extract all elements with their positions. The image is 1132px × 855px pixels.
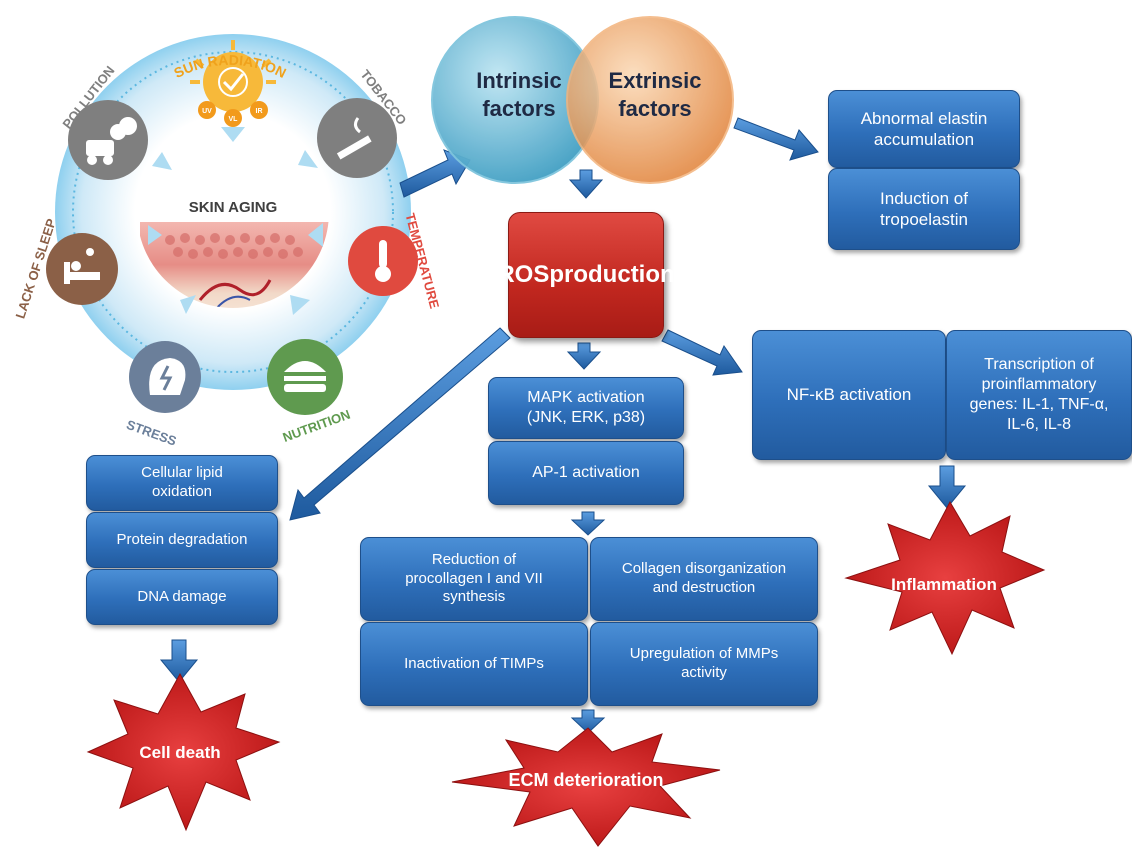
procollagen-line2: procollagen I and VII — [405, 569, 543, 587]
mmps-line1: Upregulation of MMPs — [629, 645, 779, 663]
ap1-activation-box: AP-1 activation — [488, 441, 684, 505]
inflammation-label: Inflammation — [891, 575, 997, 594]
nutrition-factor: NUTRITION — [267, 339, 352, 445]
abnormal-elastin-line1: Abnormal elastin — [860, 108, 988, 128]
collagen-line2: and destruction — [652, 579, 756, 596]
extrinsic-circle — [566, 16, 734, 184]
intrinsic-label-line2: factors — [482, 96, 555, 121]
arrow-wheel-to-factors — [399, 149, 471, 198]
collagen-disorganization-box: Collagen disorganization and destruction — [590, 537, 818, 621]
ros-production-box: ROSproduction — [497, 212, 675, 338]
tropoelastin-line1: Induction of — [880, 188, 968, 208]
wheel-pointers — [148, 127, 323, 315]
tropoelastin-line2: tropoelastin — [880, 210, 968, 229]
arrow-ros-to-mapk — [566, 342, 602, 370]
flow-arrows — [159, 117, 967, 734]
bed-icon — [46, 233, 118, 305]
timps-label: Inactivation of TIMPs — [404, 654, 544, 672]
inflammation-burst — [844, 500, 1046, 656]
procollagen-reduction-box: Reduction of procollagen I and VII synth… — [360, 537, 588, 621]
procollagen-line1: Reduction of — [431, 550, 517, 568]
skin-aging-wheel: SKIN AGING UV VL IR — [13, 34, 442, 449]
transcription-line1: Transcription of — [984, 356, 1094, 373]
mapk-line1: MAPK activation — [527, 389, 645, 406]
arrow-ros-to-nfkb — [661, 329, 743, 376]
ros-line2: production — [549, 261, 675, 289]
sun-band-vl: VL — [229, 116, 239, 123]
dna-damage-label: DNA damage — [137, 587, 227, 605]
sun-band-ir: IR — [256, 108, 263, 115]
collagen-line1: Collagen disorganization — [621, 560, 787, 578]
intrinsic-label-line1: Intrinsic — [476, 68, 562, 93]
stress-factor: STRESS — [125, 341, 201, 449]
nfkb-activation-box: NF-κB activation — [752, 330, 946, 460]
arrow-ros-to-cell — [289, 327, 511, 521]
transcription-line4: IL-6, IL-8 — [1006, 416, 1072, 433]
tropoelastin-box: Induction of tropoelastin — [828, 168, 1020, 250]
arrow-nfkb-to-inflammation — [927, 465, 967, 509]
proinflammatory-transcription-box: Transcription of proinflammatory genes: … — [946, 330, 1132, 460]
dna-damage-box: DNA damage — [86, 569, 278, 625]
sun-icon — [203, 52, 263, 112]
stress-label: STRESS — [125, 417, 179, 449]
transcription-line2: proinflammatory — [981, 376, 1097, 393]
ecm-deterioration-label: ECM deterioration — [508, 770, 663, 790]
arrow-factors-to-ros — [568, 169, 604, 199]
abnormal-elastin-line2: accumulation — [873, 130, 975, 149]
sun-band-uv: UV — [202, 108, 212, 115]
mmps-line2: activity — [681, 664, 727, 681]
wheel-dotted-circle — [72, 51, 394, 373]
procollagen-line3: synthesis — [442, 588, 506, 606]
nfkb-label: NF-κB activation — [786, 385, 912, 405]
cell-death-burst — [86, 672, 281, 832]
lipid-line1: Cellular lipid — [141, 464, 223, 482]
tobacco-icon — [317, 98, 397, 178]
skin-aging-title: SKIN AGING — [189, 199, 278, 216]
mmps-upregulation-box: Upregulation of MMPs activity — [590, 622, 818, 706]
mapk-activation-box: MAPK activation (JNK, ERK, p38) — [488, 377, 684, 439]
arrow-ap1-to-ecm — [570, 511, 606, 536]
arrow-factors-to-elastin — [733, 117, 819, 161]
arrow-ecm-to-burst — [570, 709, 606, 734]
outcome-bursts: Cell death ECM deterioration Inflammatio… — [86, 500, 1046, 847]
protein-degradation-box: Protein degradation — [86, 512, 278, 568]
extrinsic-label-line1: Extrinsic — [609, 68, 702, 93]
cell-death-label: Cell death — [139, 743, 220, 762]
lipid-line2: oxidation — [151, 483, 213, 500]
ap1-label: AP-1 activation — [532, 464, 640, 481]
extrinsic-label-line2: factors — [618, 96, 691, 121]
factors-venn: Intrinsic factors Extrinsic factors — [431, 16, 734, 184]
protein-degradation-label: Protein degradation — [116, 530, 248, 548]
timps-inactivation-box: Inactivation of TIMPs — [360, 622, 588, 706]
transcription-line3: genes: IL-1, TNF-α, — [969, 396, 1109, 413]
ros-line1: ROS — [497, 261, 550, 289]
ecm-deterioration-burst — [451, 727, 721, 847]
mapk-line2: (JNK, ERK, p38) — [526, 409, 646, 426]
abnormal-elastin-box: Abnormal elastin accumulation — [828, 90, 1020, 168]
arrow-cell-to-death — [159, 639, 199, 683]
